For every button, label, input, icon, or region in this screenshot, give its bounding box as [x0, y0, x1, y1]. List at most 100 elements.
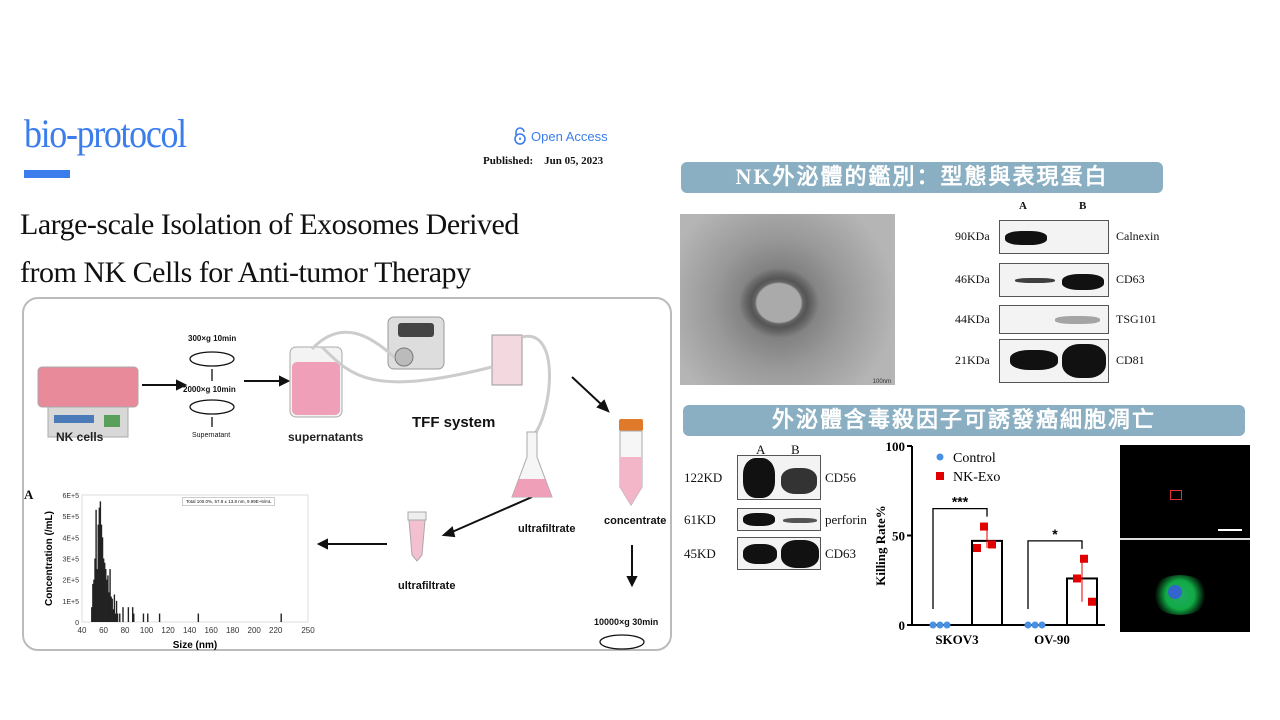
x-tick-label: 250 — [301, 626, 315, 635]
histogram-bar — [96, 569, 98, 622]
y-tick-label: 50 — [892, 529, 905, 544]
histogram-bar — [92, 583, 94, 622]
nk-exo-point — [988, 540, 996, 549]
section2-header: 外泌體含毒殺因子可誘發癌細胞凋亡 — [683, 405, 1245, 436]
paper-title-line1: Large-scale Isolation of Exosomes Derive… — [20, 208, 519, 241]
histogram-bar — [99, 501, 102, 622]
nk-exo-point — [1080, 554, 1088, 563]
significance-label: *** — [952, 494, 969, 510]
flask-icon — [511, 431, 553, 498]
nucleus — [1168, 585, 1182, 599]
y-tick-label: 100 — [886, 440, 906, 454]
protein-label: TSG101 — [1116, 311, 1157, 326]
control-point — [936, 621, 944, 629]
open-access-label: Open Access — [531, 128, 608, 144]
scale-bar — [1218, 529, 1242, 531]
protein-band — [781, 540, 819, 568]
x-tick-label: 40 — [78, 626, 87, 635]
workflow-figure — [22, 297, 672, 651]
histogram-bar — [100, 524, 103, 622]
protein-band — [1005, 231, 1047, 245]
ultrafiltrate-label-2: ultrafiltrate — [398, 580, 456, 592]
legend-label: NK-Exo — [953, 470, 1000, 485]
blot-cd56 — [737, 455, 821, 500]
protein-band — [1055, 316, 1100, 324]
protein-band — [1010, 350, 1058, 370]
beaker-icon — [289, 346, 343, 418]
lane-b-label-2: B — [791, 442, 800, 457]
control-point — [929, 621, 937, 629]
histogram-bar — [113, 594, 116, 622]
y-tick-label: 0 — [899, 618, 906, 633]
legend-marker-control — [936, 453, 944, 461]
histogram-bar — [109, 569, 111, 622]
logo-underline — [24, 170, 70, 178]
protein-band — [1062, 274, 1104, 290]
category-label: SKOV3 — [935, 632, 979, 647]
protein-label: CD81 — [1116, 353, 1145, 367]
histogram-bar — [97, 524, 99, 622]
x-tick-label: 100 — [140, 626, 154, 635]
tem-scale-bar: 100nm — [872, 379, 891, 385]
y-tick-label: 0 — [75, 620, 79, 627]
significance-label: * — [1052, 526, 1058, 542]
x-axis-label: Size (nm) — [173, 640, 217, 650]
protein-band — [743, 458, 775, 498]
y-axis-label: Concentration (/mL) — [44, 511, 55, 606]
histogram-bar — [133, 613, 135, 622]
section1-header: NK外泌體的鑑別：型態與表現蛋白 — [681, 162, 1163, 193]
panel-label-a: A — [24, 487, 34, 502]
blot-cd81 — [999, 339, 1109, 383]
molecular-weight-label: 21KDa — [955, 353, 990, 367]
histogram-bar — [110, 596, 112, 622]
histogram-legend: Total 100.0%, 57.8 ± 13.8 nm, 9.99E+6/mL — [182, 497, 276, 506]
y-tick-label: 6E+5 — [62, 493, 79, 500]
molecular-weight-label: 90KDa — [955, 229, 990, 243]
category-label: OV-90 — [1034, 632, 1070, 647]
protein-label: CD56 — [825, 469, 857, 485]
microtube-icon — [407, 511, 427, 562]
blot-perforin — [737, 508, 821, 531]
fluorescence-image — [1120, 445, 1250, 632]
control-point — [1024, 621, 1032, 629]
plot-area — [81, 494, 309, 623]
histogram-bar — [108, 592, 110, 622]
histogram-bar — [122, 607, 124, 622]
published-date: Published: Jun 05, 2023 — [483, 155, 603, 167]
nk-exo-point — [1088, 597, 1096, 606]
blot-tsg101 — [999, 305, 1109, 334]
protein-band — [743, 544, 777, 564]
y-axis-label: Killing Rate% — [873, 505, 888, 586]
histogram-bar — [105, 569, 107, 622]
legend-marker-nk-exo — [936, 472, 944, 480]
x-tick-label: 80 — [121, 626, 130, 635]
control-point — [943, 621, 951, 629]
tff-pump-icon — [387, 316, 445, 370]
arrows — [142, 375, 638, 588]
y-tick-label: 5E+5 — [62, 514, 79, 521]
blot-cd63 — [737, 537, 821, 570]
control-point — [1038, 621, 1046, 629]
protein-band — [1062, 344, 1106, 378]
protein-label: CD63 — [825, 545, 857, 561]
blot-cd63 — [999, 263, 1109, 297]
open-access-link[interactable]: Open Access — [513, 127, 608, 145]
histogram-bar — [158, 613, 161, 622]
y-tick-label: 2E+5 — [62, 578, 79, 585]
histogram-bar — [98, 507, 101, 622]
published-label: Published: — [483, 155, 534, 167]
protein-label: Calnexin — [1116, 229, 1160, 243]
lane-a-label: A — [1019, 200, 1027, 212]
lane-b-label: B — [1079, 200, 1087, 212]
protein-band — [781, 468, 817, 494]
histogram-bar — [106, 579, 108, 622]
molecular-weight-label: 44KDa — [955, 311, 990, 326]
nk-exo-point — [973, 544, 981, 553]
nk-cells-label: NK cells — [56, 430, 104, 444]
histogram-bar — [280, 613, 282, 622]
spin2-label: 2000×g 10min — [183, 385, 236, 394]
supernatants-label: supernatants — [288, 430, 364, 444]
histogram-bar — [142, 613, 145, 622]
